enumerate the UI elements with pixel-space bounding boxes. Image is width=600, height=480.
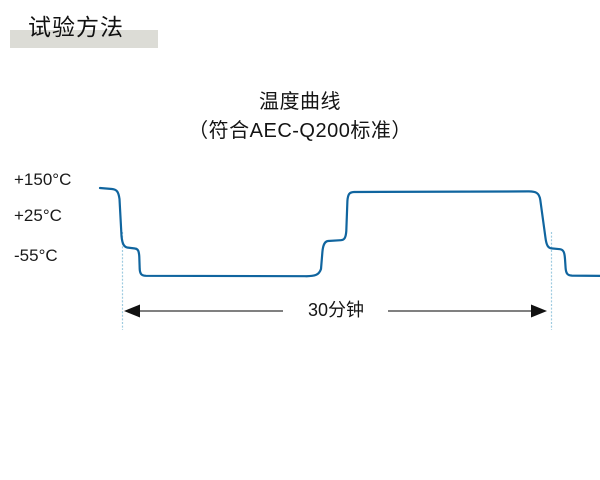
axis-label-mid-temperature: +25°C <box>14 206 62 225</box>
chart-sub-title: （符合AEC-Q200标准） <box>188 120 412 142</box>
duration-arrow-left <box>124 304 283 318</box>
chart-title-block: 温度曲线 （符合AEC-Q200标准） <box>0 88 600 146</box>
temperature-curve-path <box>98 186 600 278</box>
duration-label: 30分钟 <box>307 300 365 320</box>
section-heading: 试验方法 <box>10 8 220 52</box>
section-heading-highlight-bar <box>10 30 158 48</box>
axis-label-low-temperature: -55°C <box>14 246 58 265</box>
chart-main-title: 温度曲线 <box>259 91 341 113</box>
duration-arrow-right <box>388 304 547 318</box>
section-heading-label: 试验方法 <box>28 14 124 40</box>
axis-label-high-temperature: +150°C <box>14 170 72 189</box>
